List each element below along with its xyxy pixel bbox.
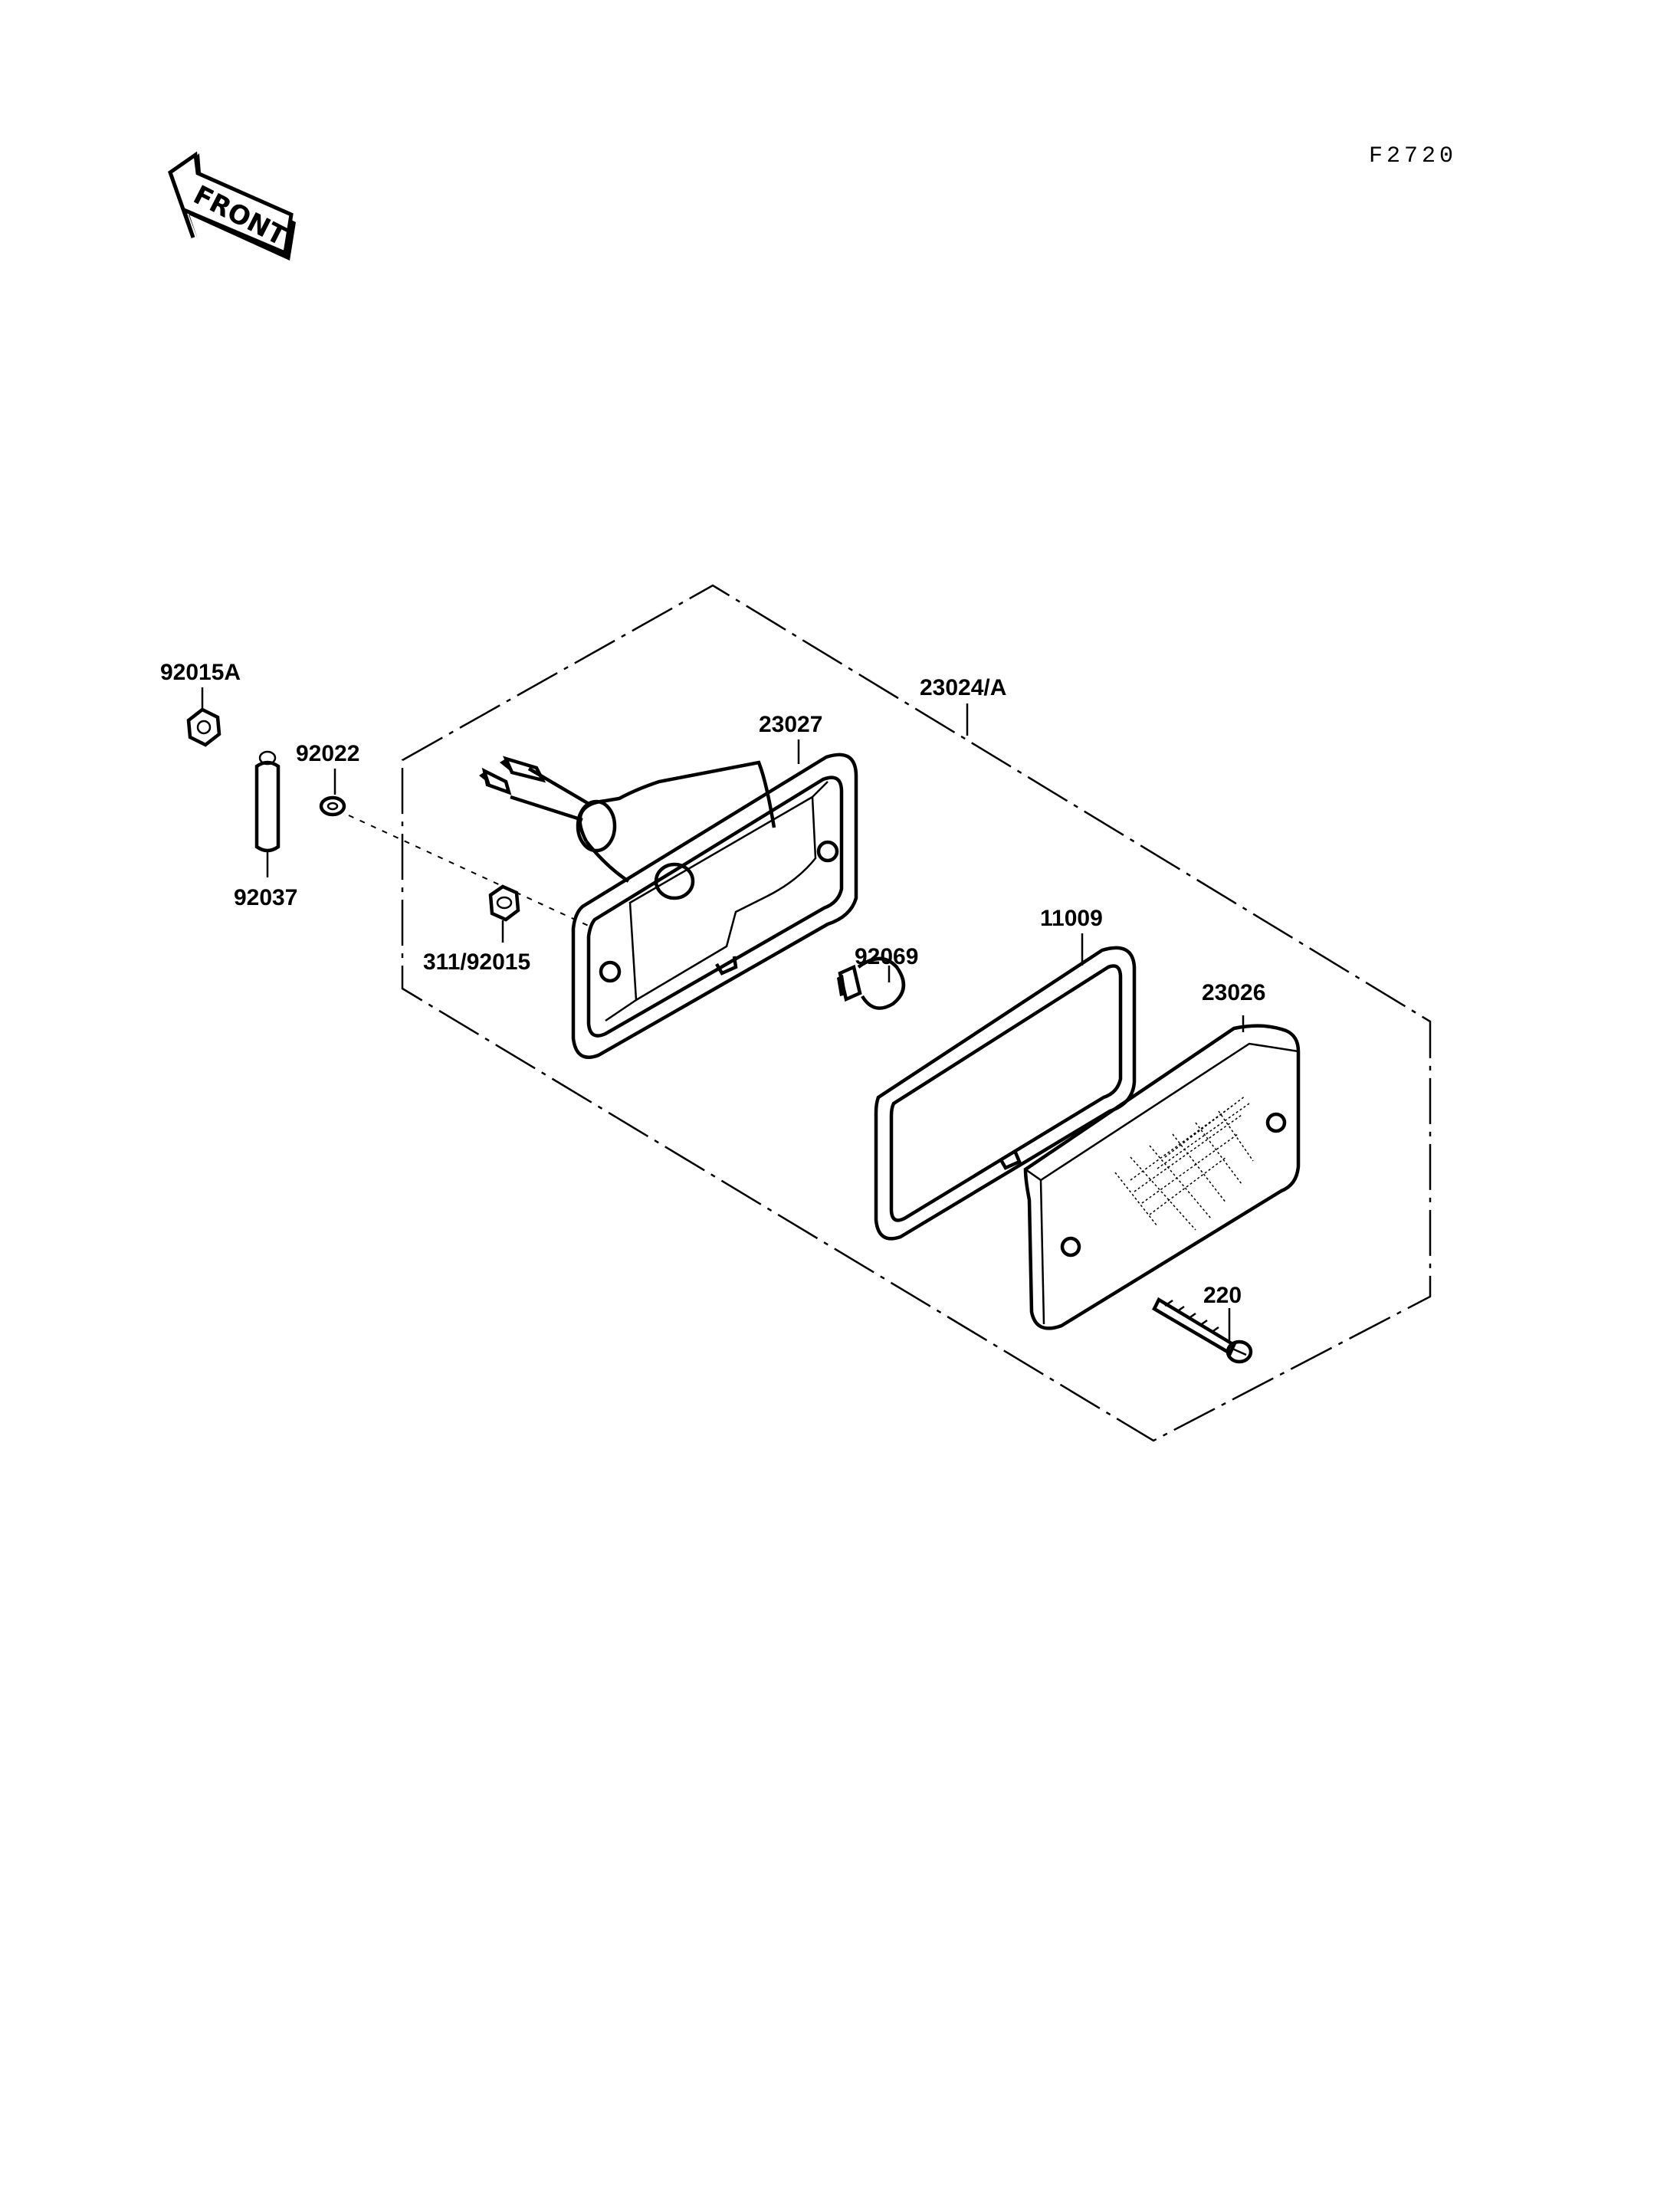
label-23027: 23027 xyxy=(759,712,822,737)
sleeve-92037 xyxy=(254,750,281,853)
nut-311-92015 xyxy=(488,884,520,922)
label-220: 220 xyxy=(1203,1283,1242,1308)
nut-92015A xyxy=(186,707,221,747)
mounting-axis xyxy=(348,815,592,928)
assembly-outline xyxy=(401,584,1432,1442)
lamp-housing-23027 xyxy=(479,753,858,1059)
gasket-11009 xyxy=(874,946,1137,1241)
figure-code: F2720 xyxy=(1369,143,1457,169)
label-92022: 92022 xyxy=(296,741,359,766)
label-92069: 92069 xyxy=(855,944,918,969)
label-11009: 11009 xyxy=(1040,906,1103,931)
front-arrow-icon: FRONT xyxy=(168,151,296,261)
bulb-92069 xyxy=(837,956,905,1010)
label-23026: 23026 xyxy=(1202,980,1265,1005)
label-92037: 92037 xyxy=(234,885,297,910)
label-311-92015: 311/92015 xyxy=(423,949,530,975)
washer-92022 xyxy=(319,795,346,817)
screw-220 xyxy=(1152,1297,1253,1364)
label-23024A: 23024/A xyxy=(920,675,1006,700)
label-92015A: 92015A xyxy=(160,660,241,685)
lens-23026 xyxy=(1023,1024,1301,1330)
leader-lines xyxy=(201,687,1245,1341)
prism-pattern xyxy=(1114,1095,1254,1231)
